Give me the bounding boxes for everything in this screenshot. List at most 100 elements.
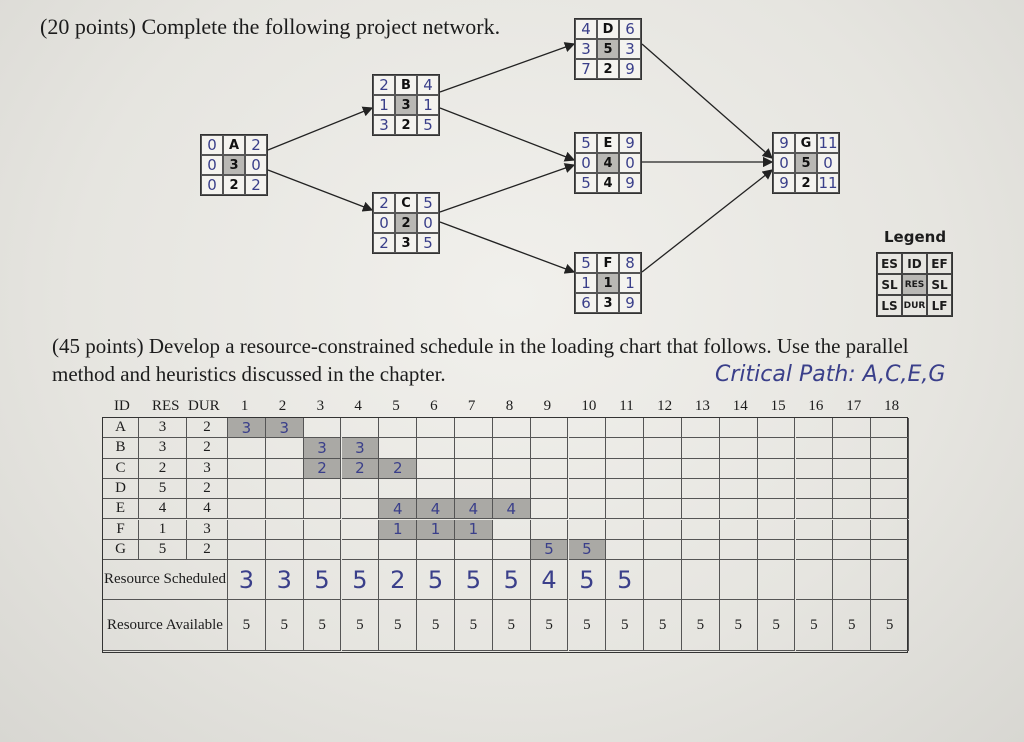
period-cell: [644, 519, 682, 540]
node-cell: 0: [575, 153, 597, 173]
period-header: 3: [316, 398, 325, 414]
period-cell: [833, 458, 872, 479]
node-cell: 5: [795, 153, 817, 173]
node-cell: 2: [395, 213, 417, 233]
period-cell: [644, 418, 682, 439]
node-cell: 7: [575, 59, 597, 79]
period-cell: [303, 478, 342, 500]
node-cell: 3: [395, 95, 417, 115]
available-cell: 5: [719, 600, 758, 651]
node-cell: 3: [373, 115, 395, 135]
period-header: 2: [278, 398, 287, 414]
period-cell: 4: [492, 499, 531, 520]
period-cell: 2: [303, 458, 342, 479]
period-cell: [530, 458, 569, 479]
legend: ES ID EF SL RES SL LS DUR LF: [876, 252, 953, 317]
row-id: A: [103, 418, 139, 439]
period-header: 18: [884, 398, 900, 414]
period-cell: [682, 539, 720, 561]
period-cell: [455, 478, 493, 500]
period-header: 14: [732, 398, 748, 414]
period-cell: [606, 418, 645, 439]
row-dur: 3: [187, 519, 228, 540]
node-cell: 2: [373, 75, 395, 95]
period-cell: [871, 458, 909, 479]
node-cell: 5: [417, 115, 439, 135]
period-cell: [871, 519, 909, 540]
period-cell: [341, 539, 380, 561]
scheduled-cell: [871, 560, 909, 601]
period-cell: 4: [455, 499, 493, 520]
period-cell: [871, 438, 909, 459]
available-cell: 5: [871, 600, 909, 651]
node-cell: 4: [597, 153, 619, 173]
period-cell: [228, 519, 266, 540]
row-dur: 4: [187, 499, 228, 520]
legend-cell: EF: [927, 253, 952, 274]
scheduled-cell: [795, 560, 834, 601]
period-cell: 1: [455, 519, 493, 540]
resource-available-label: Resource Available: [103, 600, 228, 651]
node-cell: 0: [201, 175, 223, 195]
node-cell: 2: [245, 135, 267, 155]
period-cell: [757, 539, 796, 561]
row-dur: 2: [187, 438, 228, 459]
node-cell: A: [223, 135, 245, 155]
period-header: 13: [694, 398, 710, 414]
period-cell: [644, 539, 682, 561]
period-cell: 3: [341, 438, 380, 459]
row-id: B: [103, 438, 139, 459]
scheduled-cell: 5: [417, 560, 455, 601]
period-cell: [530, 478, 569, 500]
period-cell: 1: [379, 519, 418, 540]
available-cell: 5: [341, 600, 380, 651]
question-2: (45 points) Develop a resource-constrain…: [52, 334, 909, 386]
period-header: 4: [354, 398, 362, 414]
period-cell: [303, 418, 342, 439]
node-cell: 2: [373, 233, 395, 253]
legend-title: Legend: [884, 228, 947, 246]
node-cell: G: [795, 133, 817, 153]
available-cell: 5: [492, 600, 531, 651]
period-cell: [719, 478, 758, 500]
scheduled-cell: [833, 560, 872, 601]
period-cell: [568, 478, 607, 500]
available-cell: 5: [417, 600, 455, 651]
scheduled-cell: 4: [530, 560, 569, 601]
period-header: 16: [808, 398, 824, 414]
node-cell: 3: [575, 39, 597, 59]
node-cell: 5: [417, 193, 439, 213]
period-cell: [682, 418, 720, 439]
period-cell: [530, 418, 569, 439]
row-dur: 2: [187, 539, 228, 561]
node-cell: 1: [373, 95, 395, 115]
period-cell: [417, 539, 455, 561]
node-cell: 2: [597, 59, 619, 79]
period-cell: [341, 499, 380, 520]
period-header: 17: [846, 398, 862, 414]
period-cell: [757, 478, 796, 500]
scheduled-cell: 3: [228, 560, 266, 601]
period-cell: 2: [341, 458, 380, 479]
period-cell: [530, 438, 569, 459]
node-cell: 0: [201, 135, 223, 155]
legend-cell: LS: [877, 295, 902, 316]
period-cell: [606, 499, 645, 520]
scheduled-cell: [719, 560, 758, 601]
scheduled-cell: 5: [568, 560, 607, 601]
period-header: 5: [392, 398, 400, 414]
period-cell: [795, 499, 834, 520]
period-cell: [833, 418, 872, 439]
node-cell: 9: [619, 293, 641, 313]
row-id: E: [103, 499, 139, 520]
period-cell: [492, 539, 531, 561]
node-cell: E: [597, 133, 619, 153]
period-cell: [568, 499, 607, 520]
node-cell: 9: [773, 173, 795, 193]
period-cell: [757, 418, 796, 439]
period-header: 15: [770, 398, 786, 414]
period-cell: [417, 458, 455, 479]
scheduled-cell: 5: [455, 560, 493, 601]
